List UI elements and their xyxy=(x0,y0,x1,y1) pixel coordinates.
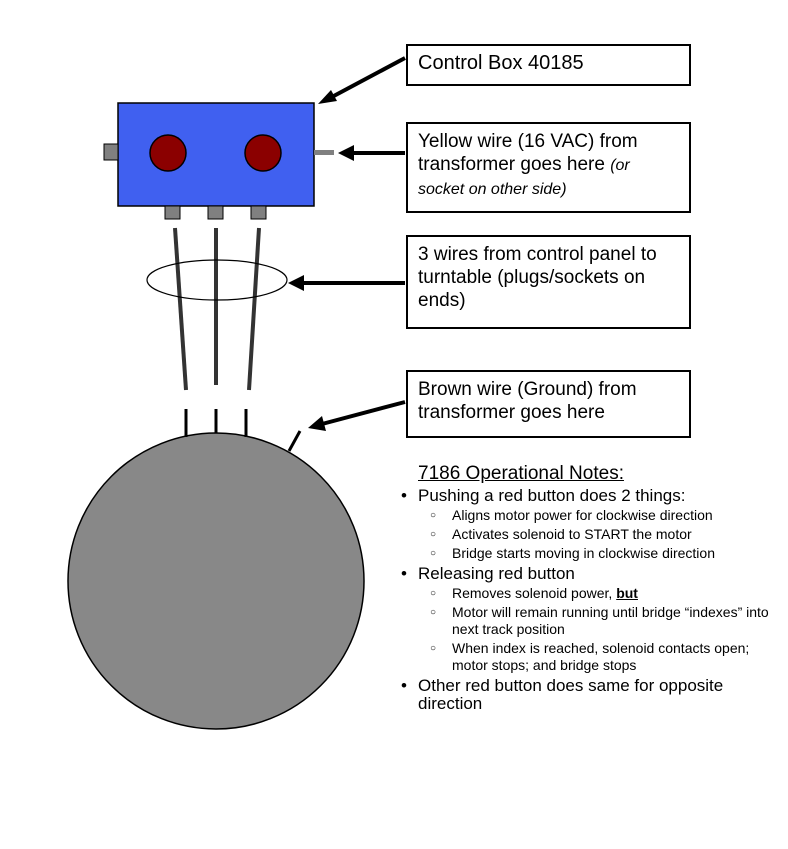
wire-3 xyxy=(247,227,261,391)
notes-list: Pushing a red button does 2 things: Alig… xyxy=(398,487,778,713)
callout-control-box-text: Control Box 40185 xyxy=(418,52,584,74)
arrow-control-box xyxy=(329,56,406,100)
note-sub-1-1: Aligns motor power for clockwise directi… xyxy=(398,507,778,524)
note-bullet-1: Pushing a red button does 2 things: xyxy=(398,486,778,506)
note-sub-1-2: Activates solenoid to START the motor xyxy=(398,526,778,543)
callout-control-box: Control Box 40185 xyxy=(406,44,691,86)
arrow-yellow-wire-head xyxy=(338,145,354,161)
note-sub-2-3: When index is reached, solenoid contacts… xyxy=(398,640,778,674)
arrow-control-box-head xyxy=(318,90,337,104)
note-sub-2-2: Motor will remain running until bridge “… xyxy=(398,604,778,638)
arrow-three-wires-head xyxy=(288,275,304,291)
callout-three-wires: 3 wires from control panel to turntable … xyxy=(406,235,691,329)
callout-three-wires-text: 3 wires from control panel to turntable … xyxy=(418,244,657,311)
note-bullet-2: Releasing red button xyxy=(398,564,778,584)
operational-notes: 7186 Operational Notes: Pushing a red bu… xyxy=(398,463,778,713)
ground-terminal xyxy=(287,430,302,452)
red-button-right xyxy=(244,134,282,172)
note-bullet-2-text: Releasing red button xyxy=(418,564,575,583)
left-side-terminal xyxy=(103,143,119,161)
arrow-brown-wire xyxy=(321,400,406,426)
control-box xyxy=(117,102,315,207)
note-sub-2-1-emphasis: but xyxy=(616,585,638,601)
bottom-terminal-1 xyxy=(164,205,181,220)
right-side-socket xyxy=(314,150,334,155)
note-sub-2-1-text: Removes solenoid power, xyxy=(452,585,617,601)
callout-yellow-wire-text: Yellow wire (16 VAC) from transformer go… xyxy=(418,131,638,175)
note-bullet-3: Other red button does same for opposite … xyxy=(398,677,778,713)
wire-1 xyxy=(173,227,188,391)
callout-brown-wire: Brown wire (Ground) from transformer goe… xyxy=(406,370,691,438)
note-sub-1-3: Bridge starts moving in clockwise direct… xyxy=(398,545,778,562)
bottom-terminal-2 xyxy=(207,205,224,220)
red-button-left xyxy=(149,134,187,172)
arrow-brown-wire-head xyxy=(308,416,326,431)
wire-bundle-ellipse xyxy=(146,259,288,301)
turntable xyxy=(67,432,365,730)
notes-heading: 7186 Operational Notes: xyxy=(418,463,624,484)
bottom-terminal-3 xyxy=(250,205,267,220)
note-bullet-1-text: Pushing a red button does 2 things: xyxy=(418,486,686,505)
callout-brown-wire-text: Brown wire (Ground) from transformer goe… xyxy=(418,379,637,423)
callout-yellow-wire: Yellow wire (16 VAC) from transformer go… xyxy=(406,122,691,213)
note-sub-2-1: Removes solenoid power, but xyxy=(398,585,778,602)
callout-yellow-wire-italic: (or socket on other side) xyxy=(418,157,630,198)
note-bullet-3-text: Other red button does same for opposite … xyxy=(418,676,724,713)
